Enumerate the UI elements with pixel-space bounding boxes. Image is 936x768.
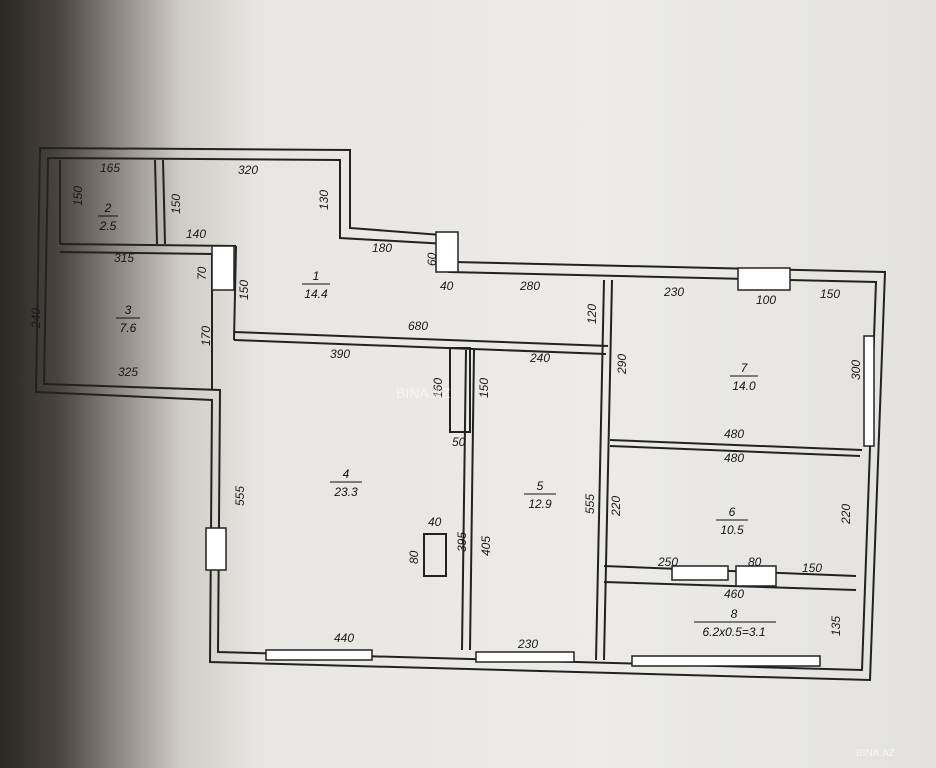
dim-150-c: 150 [237,280,251,300]
dim-480-a: 480 [724,427,744,441]
windows [205,231,875,667]
dim-150-e: 150 [477,378,491,398]
dim-140: 140 [186,227,206,241]
room-7-number: 7 [741,361,749,375]
dim-60: 60 [425,252,439,266]
dim-555-b: 555 [583,494,597,514]
dim-70: 70 [195,266,209,280]
window-room5 [475,651,575,663]
room-8-number: 8 [731,607,738,621]
dim-240-b: 240 [529,351,550,365]
walls [34,146,887,682]
dim-150-d: 150 [820,287,840,301]
door-room8 [671,565,729,581]
column-top [435,231,459,273]
dim-120: 120 [585,304,599,324]
column-left [211,245,235,291]
dim-240-a: 240 [29,308,43,329]
room-1-area: 14.4 [304,287,328,301]
window-room8 [631,655,821,667]
dim-220-a: 220 [609,496,623,517]
wall-room5-room6-inner [603,279,613,661]
wall-room2-room3-inner [59,251,213,255]
dim-480-b: 480 [724,451,744,465]
dim-100: 100 [756,293,776,307]
dim-40-b: 40 [428,515,442,529]
dim-325: 325 [118,365,138,379]
wall-room6-room8 [603,565,857,577]
window-room7-top [737,267,791,291]
room-4-number: 4 [343,467,350,481]
wall-room2-room3 [59,243,237,247]
dim-180: 180 [372,241,392,255]
dim-150-f: 150 [802,561,822,575]
dim-220-b: 220 [839,504,853,525]
dim-80-a: 80 [407,550,421,564]
dim-80-b: 80 [748,555,762,569]
window-room7 [863,335,875,447]
dim-50: 50 [452,435,466,449]
ventilation-shaft [449,347,471,433]
wall-room7-room6 [609,439,863,451]
wall-corridor-top [233,331,609,347]
dimension-labels: 165 150 150 320 130 140 180 60 315 70 15… [29,161,863,651]
outer-wall [34,146,887,682]
room-5-number: 5 [537,479,544,493]
dim-230-b: 230 [517,637,538,651]
wall-room6-room8-inner [603,581,857,591]
dim-440: 440 [334,631,354,645]
dim-150-b: 150 [169,194,183,214]
dim-40-a: 40 [440,279,454,293]
room-3-number: 3 [125,303,132,317]
watermark-corner: BINA.AZ [856,748,895,759]
room-3-area: 7.6 [120,321,137,335]
room-labels: 2 2.5 1 14.4 3 7.6 7 14.0 4 23.3 5 12.9 … [98,201,776,639]
dim-405: 405 [479,536,493,556]
wall-room5-room6 [595,279,605,661]
wall-room4-room5 [461,349,467,651]
room-5-area: 12.9 [528,497,552,511]
dim-460: 460 [724,587,744,601]
outer-wall-inner-line [42,156,878,672]
room-1-number: 1 [313,269,320,283]
wall-room4-room5-inner [469,349,475,651]
dim-250: 250 [657,555,678,569]
dim-130: 130 [317,190,331,210]
dim-395: 395 [455,532,469,552]
window-room4 [265,649,373,661]
dim-320: 320 [238,163,258,177]
wall-room2-room1-inner [162,159,166,245]
room-6-area: 10.5 [720,523,744,537]
wall-room7-room6-inner [609,445,861,457]
column-fixture [423,533,447,577]
dim-150-a: 150 [71,186,85,206]
dim-280: 280 [519,279,540,293]
dim-290: 290 [615,354,629,375]
room-4-area: 23.3 [333,485,358,499]
room-8-area: 6.2x0.5=3.1 [702,625,765,639]
room-2-number: 2 [104,201,112,215]
column-room4 [205,527,227,571]
dim-160: 160 [431,378,445,398]
wall-room1-left [233,245,237,341]
wall-corridor-bottom [233,339,607,355]
dim-165: 165 [100,161,120,175]
dim-170: 170 [199,326,213,346]
dim-230-a: 230 [663,285,684,299]
room-7-area: 14.0 [732,379,756,393]
dim-390: 390 [330,347,350,361]
dim-315: 315 [114,251,134,265]
dim-135: 135 [829,616,843,636]
watermark-center: BINA.AZ [396,385,451,401]
room-6-number: 6 [729,505,736,519]
dim-300: 300 [849,360,863,380]
room-2-area: 2.5 [99,219,117,233]
wall-room2-room1 [154,159,158,245]
dim-680: 680 [408,319,428,333]
dim-555-a: 555 [233,486,247,506]
column-room6 [735,565,777,587]
